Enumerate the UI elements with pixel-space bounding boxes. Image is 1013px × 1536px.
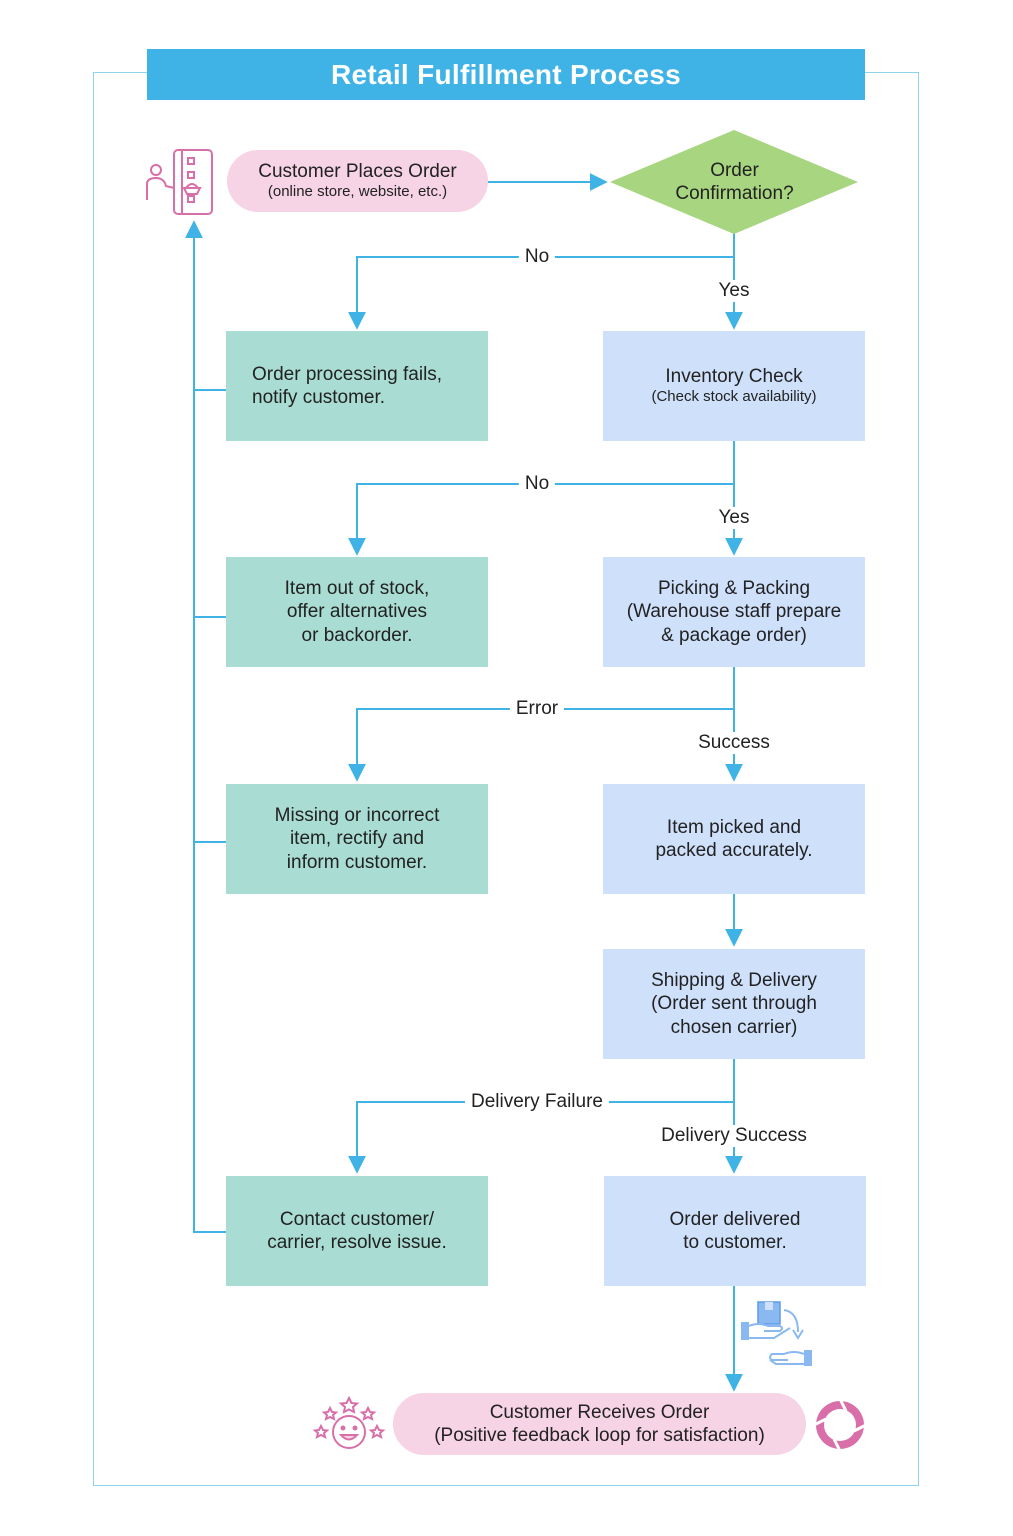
contact-customer-box: Contact customer/ carrier, resolve issue… <box>226 1176 488 1286</box>
inventory-check-title: Inventory Check <box>665 366 803 388</box>
out-of-stock-box: Item out of stock, offer alternatives or… <box>226 557 488 667</box>
edge-stock-no <box>348 483 734 556</box>
item-picked-box: Item picked and packed accurately. <box>603 784 865 894</box>
edge-label-delivery-failure: Delivery Failure <box>465 1091 609 1113</box>
order-delivered-box: Order delivered to customer. <box>604 1176 866 1286</box>
edge-label-confirm-no: No <box>518 246 556 268</box>
end-title: Customer Receives Order <box>489 1401 710 1423</box>
edge-label-stock-no: No <box>518 473 556 495</box>
start-node: Customer Places Order (online store, web… <box>227 150 488 212</box>
edge-pick-error <box>348 708 734 782</box>
end-subtitle: (Positive feedback loop for satisfaction… <box>434 1425 765 1446</box>
edge-label-stock-yes: Yes <box>712 507 756 529</box>
online-order-icon <box>146 149 213 215</box>
picking-packing-box: Picking & Packing (Warehouse staff prepa… <box>603 557 865 667</box>
inventory-check-subtitle: (Check stock availability) <box>651 388 817 406</box>
start-subtitle: (online store, website, etc.) <box>267 183 448 201</box>
decision-label: Order Confirmation? <box>675 159 794 204</box>
edge-label-delivery-success: Delivery Success <box>655 1125 813 1147</box>
edge-feedback-loop <box>185 220 226 1233</box>
end-node: Customer Receives Order (Positive feedba… <box>393 1393 806 1455</box>
inventory-check-box: Inventory Check (Check stock availabilit… <box>603 331 865 441</box>
start-title: Customer Places Order <box>258 161 457 183</box>
feedback-loop-icon <box>813 1398 867 1452</box>
diagram-title: Retail Fulfillment Process <box>147 49 865 100</box>
edge-label-pick-error: Error <box>509 698 565 720</box>
edge-confirm-no <box>348 256 734 330</box>
edge-label-confirm-yes: Yes <box>712 280 756 302</box>
package-handoff-icon <box>741 1301 812 1366</box>
fail-confirm-box: Order processing fails, notify customer. <box>226 331 488 441</box>
missing-item-box: Missing or incorrect item, rectify and i… <box>226 784 488 894</box>
edge-label-pick-success: Success <box>692 732 776 754</box>
happy-face-stars-icon <box>312 1396 386 1449</box>
decision-diamond <box>610 130 858 234</box>
shipping-delivery-box: Shipping & Delivery (Order sent through … <box>603 949 865 1059</box>
